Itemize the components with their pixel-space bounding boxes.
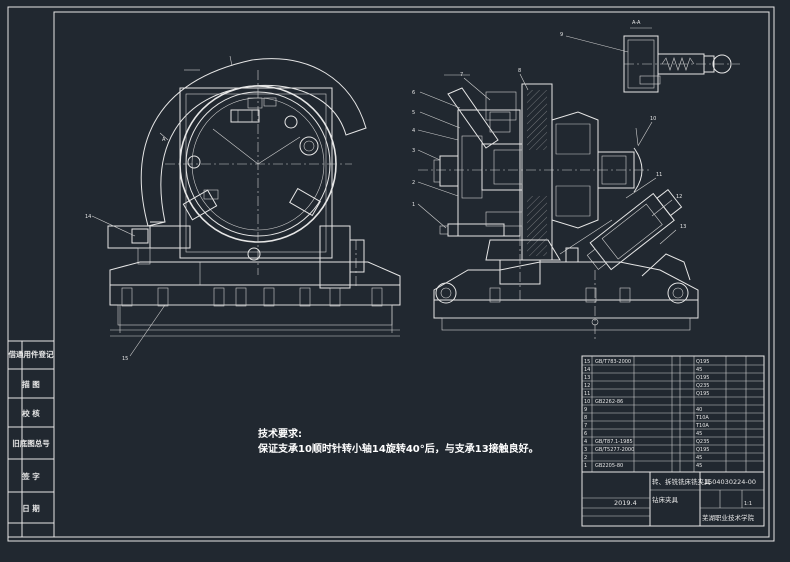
balloon-1: 1 <box>412 202 415 208</box>
stamp-label-1: 借通用件登记 <box>8 349 54 359</box>
section-label: A-A <box>632 20 641 26</box>
svg-text:8: 8 <box>584 415 587 421</box>
drawing-title-2: 钻床夹具 <box>652 495 679 504</box>
balloon-10: 10 <box>650 116 656 122</box>
stamp-label-6: 日 期 <box>22 503 40 513</box>
part-mat-11: Q195 <box>696 391 709 397</box>
part-mat-15: Q195 <box>696 359 709 365</box>
part-mat-1: 45 <box>696 463 702 469</box>
left-stamp-column: 借通用件登记 描 图 校 核 旧底图总号 签 字 日 期 <box>7 340 55 538</box>
svg-text:7: 7 <box>584 423 587 429</box>
svg-text:10: 10 <box>584 399 590 405</box>
title-block: 转、拆铣铣床铣夹具 钻床夹具 1504030224-00 1:1 2019.4 … <box>581 471 765 527</box>
balloon-6: 6 <box>412 90 415 96</box>
balloon-14: 14 <box>85 214 91 220</box>
part-mat-4: Q235 <box>696 439 709 445</box>
balloon-12: 12 <box>676 194 682 200</box>
balloon-7: 7 <box>460 72 463 78</box>
part-mat-2: 45 <box>696 455 702 461</box>
svg-text:15: 15 <box>584 359 590 365</box>
drawing-title-1: 转、拆铣铣床铣夹具 <box>652 477 711 486</box>
balloon-3: 3 <box>412 148 415 154</box>
svg-text:14: 14 <box>584 367 590 373</box>
inner-frame <box>53 11 770 538</box>
balloon-8: 8 <box>518 68 521 74</box>
part-std-10: GB2262-86 <box>595 399 623 405</box>
tech-req-title: 技术要求: <box>258 427 302 440</box>
tech-req-line-1: 保证支承10顺时针转小轴14旋转40°后，与支承13接触良好。 <box>257 442 539 455</box>
svg-text:1: 1 <box>584 463 587 469</box>
part-mat-8: T10A <box>695 415 709 421</box>
balloon-13: 13 <box>680 224 686 230</box>
balloon-4: 4 <box>412 128 415 134</box>
side-view <box>417 73 699 340</box>
part-mat-14: 45 <box>696 367 702 373</box>
part-mat-9: 40 <box>696 407 702 413</box>
svg-text:3: 3 <box>584 447 587 453</box>
balloon-2: 2 <box>412 180 415 186</box>
balloon-9: 9 <box>560 32 563 38</box>
part-mat-12: Q235 <box>696 383 709 389</box>
stamp-label-2: 描 图 <box>22 379 40 389</box>
balloon-5: 5 <box>412 110 415 116</box>
svg-text:2: 2 <box>584 455 587 461</box>
part-mat-6: 45 <box>696 431 702 437</box>
stamp-label-5: 签 字 <box>21 471 40 481</box>
scale-value: 1:1 <box>744 501 752 507</box>
part-mat-7: T10A <box>695 423 709 429</box>
drawing-number: 1504030224-00 <box>704 478 756 486</box>
part-mat-3: Q195 <box>696 447 709 453</box>
stamp-label-3: 校 核 <box>22 408 40 418</box>
svg-text:9: 9 <box>584 407 587 413</box>
svg-text:6: 6 <box>584 431 587 437</box>
part-std-1: GB2205-80 <box>595 463 623 469</box>
svg-text:A: A <box>162 137 166 143</box>
institution: 芜湖职业技术学院 <box>702 513 755 522</box>
part-std-3: GB/T5277-2000 <box>595 447 634 453</box>
part-mat-13: Q195 <box>696 375 709 381</box>
balloon-11: 11 <box>656 172 662 178</box>
stamp-label-4: 旧底图总号 <box>12 438 50 448</box>
part-std-15: GB/T783-2000 <box>595 359 631 365</box>
svg-text:4: 4 <box>584 439 587 445</box>
date-value: 2019.4 <box>614 499 637 507</box>
svg-text:12: 12 <box>584 383 590 389</box>
section-a-a: A-A <box>565 20 740 93</box>
balloon-15: 15 <box>122 356 128 362</box>
svg-text:13: 13 <box>584 375 590 381</box>
outer-border <box>7 6 775 542</box>
part-std-4: GB/T87.1-1985 <box>595 439 633 445</box>
svg-text:11: 11 <box>584 391 590 397</box>
front-view: A <box>85 55 401 362</box>
